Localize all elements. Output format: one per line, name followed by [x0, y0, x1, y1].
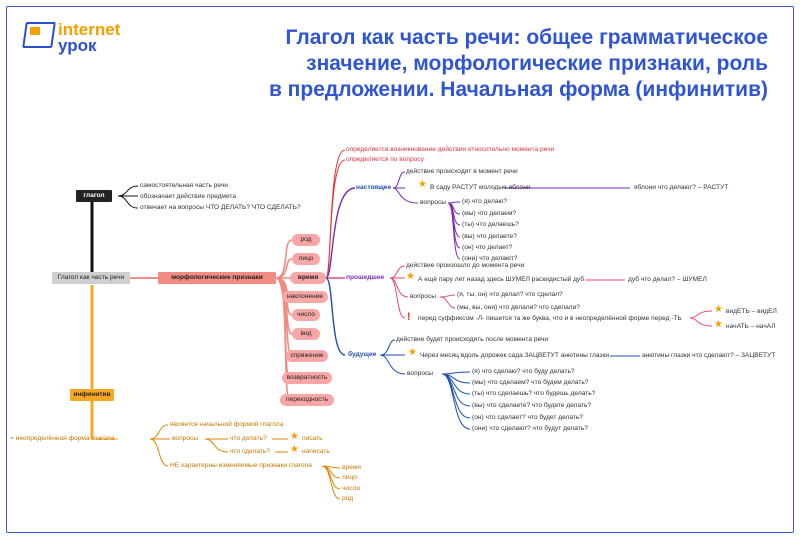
morph-item-vozvratnost: возвратность [282, 372, 332, 384]
morph-item-vremya: время [290, 272, 326, 284]
present-q-5: (он) что делает? [462, 244, 513, 251]
morph-item-naklonenie: наклонение [282, 291, 328, 303]
line-glagol-items [117, 185, 139, 209]
star-icon: ★ [408, 347, 417, 358]
line-present-q [447, 201, 461, 260]
past-q-2: (мы, вы, они) что делали? что сделали? [457, 304, 580, 311]
logo-line2: урок [58, 36, 97, 55]
present-q-label: вопросы [420, 199, 447, 206]
past-suffix-ex-2: начАТЬ – начАЛ [726, 323, 776, 330]
infinitive-feature-2: лицо [342, 474, 357, 481]
past-example: А ещё пару лет назад здесь ШУМЕЛ раскиди… [418, 276, 585, 283]
present-q-6: (они) что делают? [462, 255, 518, 262]
page-border [6, 6, 794, 533]
present-q-4: (вы) что делаете? [462, 233, 517, 240]
present-q-2: (мы) что делаем? [462, 210, 517, 217]
star-icon: ★ [290, 431, 299, 442]
star-icon: ★ [290, 444, 299, 455]
morph-item-rod: род [292, 234, 320, 246]
present-q-3: (ты) что делаешь? [462, 221, 519, 228]
line-inf-sub [149, 424, 170, 467]
morph-item-perehodnost: переходность [280, 394, 334, 406]
line-time-present [325, 187, 356, 279]
infinitive-q-label: вопросы [172, 435, 199, 442]
glagol-node: глагол [76, 190, 112, 202]
line-future-q [441, 371, 471, 430]
line-inf-q [204, 438, 229, 453]
past-suffix-ex-1: видЕТЬ – видЕЛ [726, 308, 777, 315]
present-label: настоящее [356, 184, 392, 191]
line-past-sub [389, 265, 409, 319]
morph-item-lico: лицо [292, 253, 320, 265]
glagol-item-1: самостоятельная часть речи [140, 182, 228, 189]
line-inf-ex [272, 438, 288, 453]
future-example: Через месяц вдоль дорожек сада ЗАЦВЕТУТ … [420, 352, 610, 359]
page-title-line3: в предложении. Начальная форма (инфинити… [268, 78, 768, 101]
morph-item-vid: вид [292, 328, 320, 340]
future-q-1: (я) что сделаю? что буду делать? [472, 368, 575, 375]
infinitive-def: = неопределённая форма глагола [10, 435, 115, 442]
past-example-q: дуб что делал? – ШУМЕЛ [628, 276, 707, 283]
morph-node: морфологические признаки [158, 272, 276, 284]
present-note: действие происходит в момент речи [406, 168, 518, 175]
future-q-2: (мы) что сделаем? что будем делать? [472, 379, 589, 386]
line-time-future [325, 277, 346, 356]
glagol-item-2: обозначает действие предмета [140, 193, 237, 200]
exclamation-icon: ! [407, 311, 411, 323]
infinitive-ex-2: написать [302, 448, 330, 455]
line-future-sub [379, 339, 406, 375]
infinitive-initial: является начальной формой глагола [170, 421, 284, 428]
page-title-line1: Глагол как часть речи: общее грамматичес… [285, 26, 769, 49]
morph-item-chislo: число [292, 309, 320, 321]
glagol-item-3: отвечает на вопросы ЧТО ДЕЛАТЬ? ЧТО СДЕЛ… [140, 204, 301, 211]
future-note: действие будет происходить после момента… [396, 336, 549, 343]
past-label: прошедшее [346, 274, 385, 281]
infinitive-q-2: что сделать? [230, 448, 270, 455]
present-example-q: яблони что делают? – РАСТУТ [634, 184, 729, 191]
past-suffix-note: перед суффиксом -Л- пишется та же буква,… [418, 315, 682, 322]
future-q-3: (ты) что сделаешь? что будешь делать? [472, 390, 596, 397]
future-label: будущее [348, 351, 377, 358]
morph-item-spryazhenie: спряжение [286, 350, 328, 362]
future-q-5: (он) что сделает? что будет делать? [472, 414, 584, 421]
past-note: действие произошло до момента речи [406, 262, 525, 269]
page-title-line2: значение, морфологические признаки, роль [306, 52, 768, 75]
present-example: В саду РАСТУТ молодые яблони [430, 184, 531, 191]
future-q-label: вопросы [407, 370, 434, 377]
star-icon: ★ [714, 304, 723, 315]
center-node: Глагол как часть речи [52, 272, 130, 284]
line-past-q [439, 294, 456, 309]
line-inf-features [321, 465, 341, 500]
star-icon: ★ [714, 319, 723, 330]
book-accent-icon [30, 27, 40, 35]
infinitive-q-1: что делать? [230, 435, 267, 442]
star-icon: ★ [418, 179, 427, 190]
future-example-q: анютины глазки что сделают? – ЗАЦВЕТУТ [642, 352, 776, 359]
logo-line1: internet [58, 20, 121, 39]
present-q-1: (я) что делаю? [462, 198, 508, 205]
line-time-top [325, 149, 346, 279]
infinitive-no-changes: НЕ характерны изменяемые признаки глагол… [170, 462, 312, 469]
infinitive-feature-4: род [342, 495, 354, 502]
infinitive-feature-3: число [342, 485, 361, 492]
infinitive-feature-1: время [342, 464, 361, 471]
infinitive-ex-1: писать [302, 435, 323, 442]
line-present-sub [392, 171, 419, 204]
star-icon: ★ [406, 271, 415, 282]
time-note-1: определяется возникновение действия отно… [346, 146, 555, 153]
future-q-6: (они) что сделают? что будут делать? [472, 425, 588, 432]
infinitive-node: инфинитив [70, 389, 114, 401]
future-q-4: (вы) что сделаете? что будете делать? [472, 402, 592, 409]
book-icon [22, 22, 56, 48]
time-note-2: определяется по вопросу [346, 156, 424, 163]
past-q-1: (я, ты, он) что делал? что сделал? [457, 291, 563, 298]
past-q-label: вопросы [410, 293, 437, 300]
line-past-suffix [689, 310, 713, 327]
